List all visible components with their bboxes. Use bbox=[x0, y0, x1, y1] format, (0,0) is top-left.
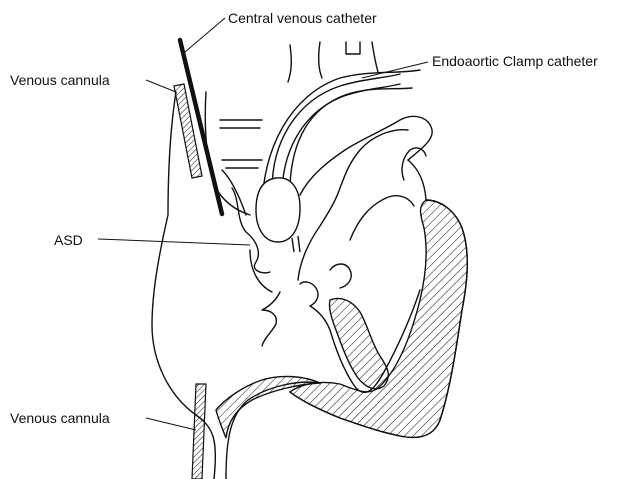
pulmonary-artery bbox=[300, 116, 432, 195]
label-asd: ASD bbox=[54, 232, 83, 248]
valve-leaflet-1 bbox=[262, 292, 280, 346]
label-venous-cannula-top: Venous cannula bbox=[10, 72, 110, 88]
leader-venous-cannula-top bbox=[146, 80, 176, 92]
valve-leaflet-2 bbox=[300, 282, 330, 330]
leader-central-venous-catheter bbox=[185, 18, 225, 52]
ra-right-wall bbox=[250, 250, 272, 292]
endoaortic-balloon bbox=[256, 178, 300, 242]
leader-venous-cannula-bottom bbox=[146, 418, 196, 430]
label-endoaortic-clamp-catheter: Endoaortic Clamp catheter bbox=[432, 53, 598, 69]
pulmonary-branch bbox=[220, 120, 262, 128]
ascending-aorta-contour bbox=[298, 130, 408, 280]
valve-leaflet-3 bbox=[330, 264, 351, 288]
pulmonary-vein-left bbox=[222, 160, 262, 168]
venous-cannula-top bbox=[174, 84, 202, 178]
lv-upper-contour bbox=[350, 196, 414, 240]
leader-asd bbox=[98, 239, 250, 245]
svc-inner-wall bbox=[205, 92, 250, 215]
aortic-arch-inner bbox=[290, 88, 412, 185]
supra-aortic-vessel-4 bbox=[372, 42, 378, 72]
lv-fold bbox=[402, 148, 426, 180]
endoaortic-catheter-tip bbox=[292, 236, 300, 252]
label-central-venous-catheter: Central venous catheter bbox=[228, 10, 377, 26]
label-venous-cannula-bottom: Venous cannula bbox=[10, 410, 110, 426]
venous-cannula-bottom bbox=[192, 384, 206, 479]
supra-aortic-vessel-2 bbox=[319, 42, 322, 78]
septum-hatched bbox=[329, 299, 388, 389]
supra-aortic-vessel-1 bbox=[288, 45, 291, 82]
supra-aortic-vessel-3 bbox=[346, 42, 360, 54]
lv-myocardium-hatched bbox=[290, 200, 467, 437]
